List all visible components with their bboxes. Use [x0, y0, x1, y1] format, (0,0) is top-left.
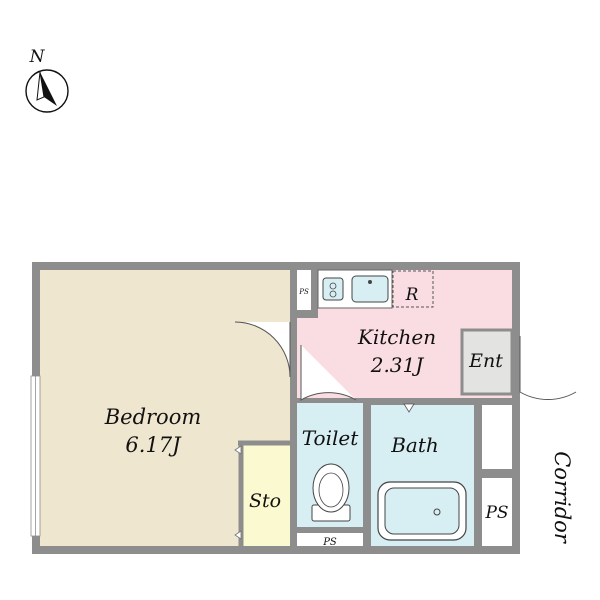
entrance-area [460, 328, 514, 396]
compass-ring [25, 69, 69, 113]
toilet-bowl-icon [312, 463, 350, 513]
compass-needle-icon [40, 72, 57, 106]
entrance-door-swing [519, 336, 577, 401]
ps-right-label: PS [484, 503, 508, 523]
refrigerator-slot [392, 270, 434, 308]
ps-shaft-top [297, 270, 311, 310]
bedroom-door-swing [234, 321, 291, 378]
ps-top-label: PS [298, 288, 309, 296]
storage-area [241, 443, 290, 546]
entrance-name: Ent [468, 350, 503, 372]
toilet-name: Toilet [302, 426, 359, 450]
corridor-label: Corridor [550, 451, 574, 545]
bath-drain-icon [433, 508, 441, 516]
refrigerator-label: R [405, 285, 419, 305]
right-shaft-upper [482, 405, 512, 469]
compass-north-label: N [29, 47, 46, 67]
ps-shaft-bottom [297, 533, 363, 546]
bedroom-name: Bedroom [104, 405, 202, 429]
kitchen-size: 2.31J [370, 353, 425, 377]
compass: N [25, 47, 69, 113]
ps-bottom-label: PS [322, 537, 337, 548]
kitchen-name: Kitchen [357, 325, 436, 349]
bedroom-size: 6.17J [125, 433, 182, 457]
bath-name: Bath [390, 433, 439, 457]
bath-door-marker [403, 403, 415, 413]
ps-shaft-right [482, 478, 512, 546]
sink-icon [351, 275, 389, 303]
toilet-door-swing [300, 345, 357, 401]
storage-name: Sto [249, 490, 281, 512]
